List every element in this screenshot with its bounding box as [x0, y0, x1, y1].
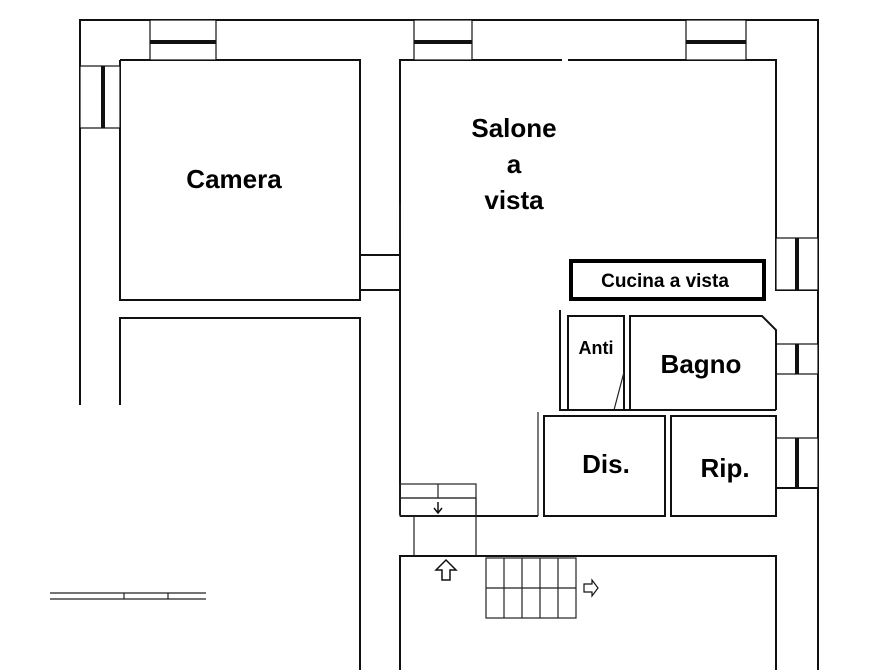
balcony-rail — [50, 592, 206, 600]
window-right-rip — [775, 437, 819, 489]
arrow-right-icon — [583, 578, 599, 598]
window-right-kitchen — [775, 237, 819, 291]
room-label-cucina: Cucina a vista — [601, 271, 729, 292]
room-label-dis: Dis. — [582, 449, 630, 479]
room-label-anti: Anti — [579, 338, 614, 358]
room-label-camera: Camera — [186, 164, 282, 194]
room-label-salone-line-2: a — [507, 149, 522, 179]
staircase — [399, 483, 777, 670]
room-label-salone-line-1: Salone — [471, 113, 556, 143]
bathroom-block — [559, 310, 777, 411]
room-label-bagno: Bagno — [661, 349, 742, 379]
room-label-salone-line-3: vista — [484, 185, 544, 215]
window-top-right — [685, 19, 747, 61]
room-label-rip: Rip. — [700, 453, 749, 483]
window-left — [79, 65, 121, 129]
window-top-left — [149, 19, 217, 61]
window-top-middle — [413, 19, 473, 61]
window-right-bagno — [775, 343, 819, 375]
arrow-down-icon — [433, 502, 443, 515]
arrow-up-icon — [434, 558, 458, 581]
kitchen-label-box — [569, 259, 766, 301]
service-rooms — [400, 412, 818, 517]
